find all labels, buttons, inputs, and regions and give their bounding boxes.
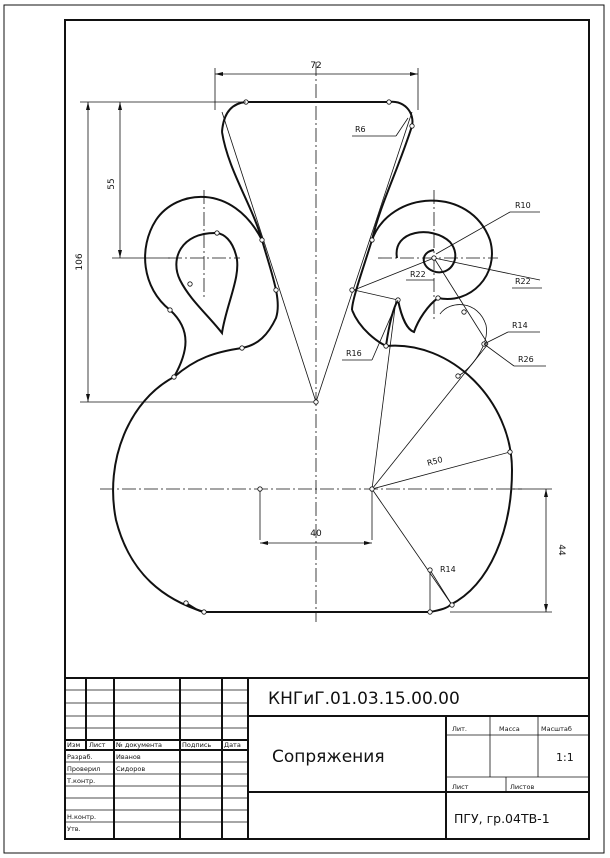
hdr-sheet: Лист: [452, 783, 469, 791]
outer-border: [3, 4, 605, 854]
dimensions: 72 55 106 40 44: [75, 61, 566, 613]
label-r26: R26: [518, 355, 534, 364]
scale-value: 1:1: [556, 751, 574, 764]
designation: КНГиГ.01.03.15.00.00: [268, 689, 460, 709]
hdr-list: Лист: [89, 741, 106, 749]
label-r16: R16: [346, 349, 362, 358]
label-r6: R6: [355, 125, 366, 134]
organization: ПГУ, гр.04ТВ-1: [454, 811, 550, 826]
drawing-title: Сопряжения: [272, 747, 385, 767]
row-utv: Утв.: [67, 825, 81, 833]
label-r22-outer: R22: [515, 277, 531, 286]
inner-frame: [64, 19, 590, 840]
hdr-doc-no: № документа: [115, 741, 162, 749]
row-razrab-name: Иванов: [116, 753, 141, 761]
hdr-lit: Лит.: [452, 725, 467, 733]
hdr-mass: Масса: [499, 725, 520, 733]
label-r50: R50: [426, 455, 444, 468]
row-nkontr: Н.контр.: [67, 813, 96, 821]
row-prover-name: Сидоров: [116, 765, 145, 773]
hdr-signature: Подпись: [182, 741, 211, 749]
hdr-sheets: Листов: [510, 783, 534, 791]
construction-lines: [259, 257, 541, 612]
row-razrab: Разраб.: [67, 753, 93, 761]
label-r22-inner: R22: [410, 270, 426, 279]
dim-height-upper: 55: [107, 178, 117, 189]
row-prover: Проверил: [67, 765, 100, 773]
hdr-date: Дата: [224, 741, 241, 749]
dim-bottom-offset: 40: [310, 529, 322, 539]
title-block: Изм Лист № документа Подпись Дата Разраб…: [65, 677, 589, 839]
radius-labels: R6 R10 R22 R22 R14 R26 R16 R50 R14: [342, 117, 546, 574]
hdr-scale: Масштаб: [541, 725, 572, 733]
label-r10: R10: [515, 201, 531, 210]
tangent-points: [167, 99, 513, 615]
dim-top-width: 72: [310, 61, 321, 71]
dim-height-total: 106: [75, 253, 85, 270]
label-r14-lower: R14: [440, 565, 456, 574]
part-contour: [80, 100, 514, 613]
hdr-izm: Изм: [67, 741, 80, 749]
row-tkontr: Т.контр.: [66, 777, 95, 785]
dim-center-height: 44: [556, 544, 566, 556]
label-r14-upper: R14: [512, 321, 528, 330]
